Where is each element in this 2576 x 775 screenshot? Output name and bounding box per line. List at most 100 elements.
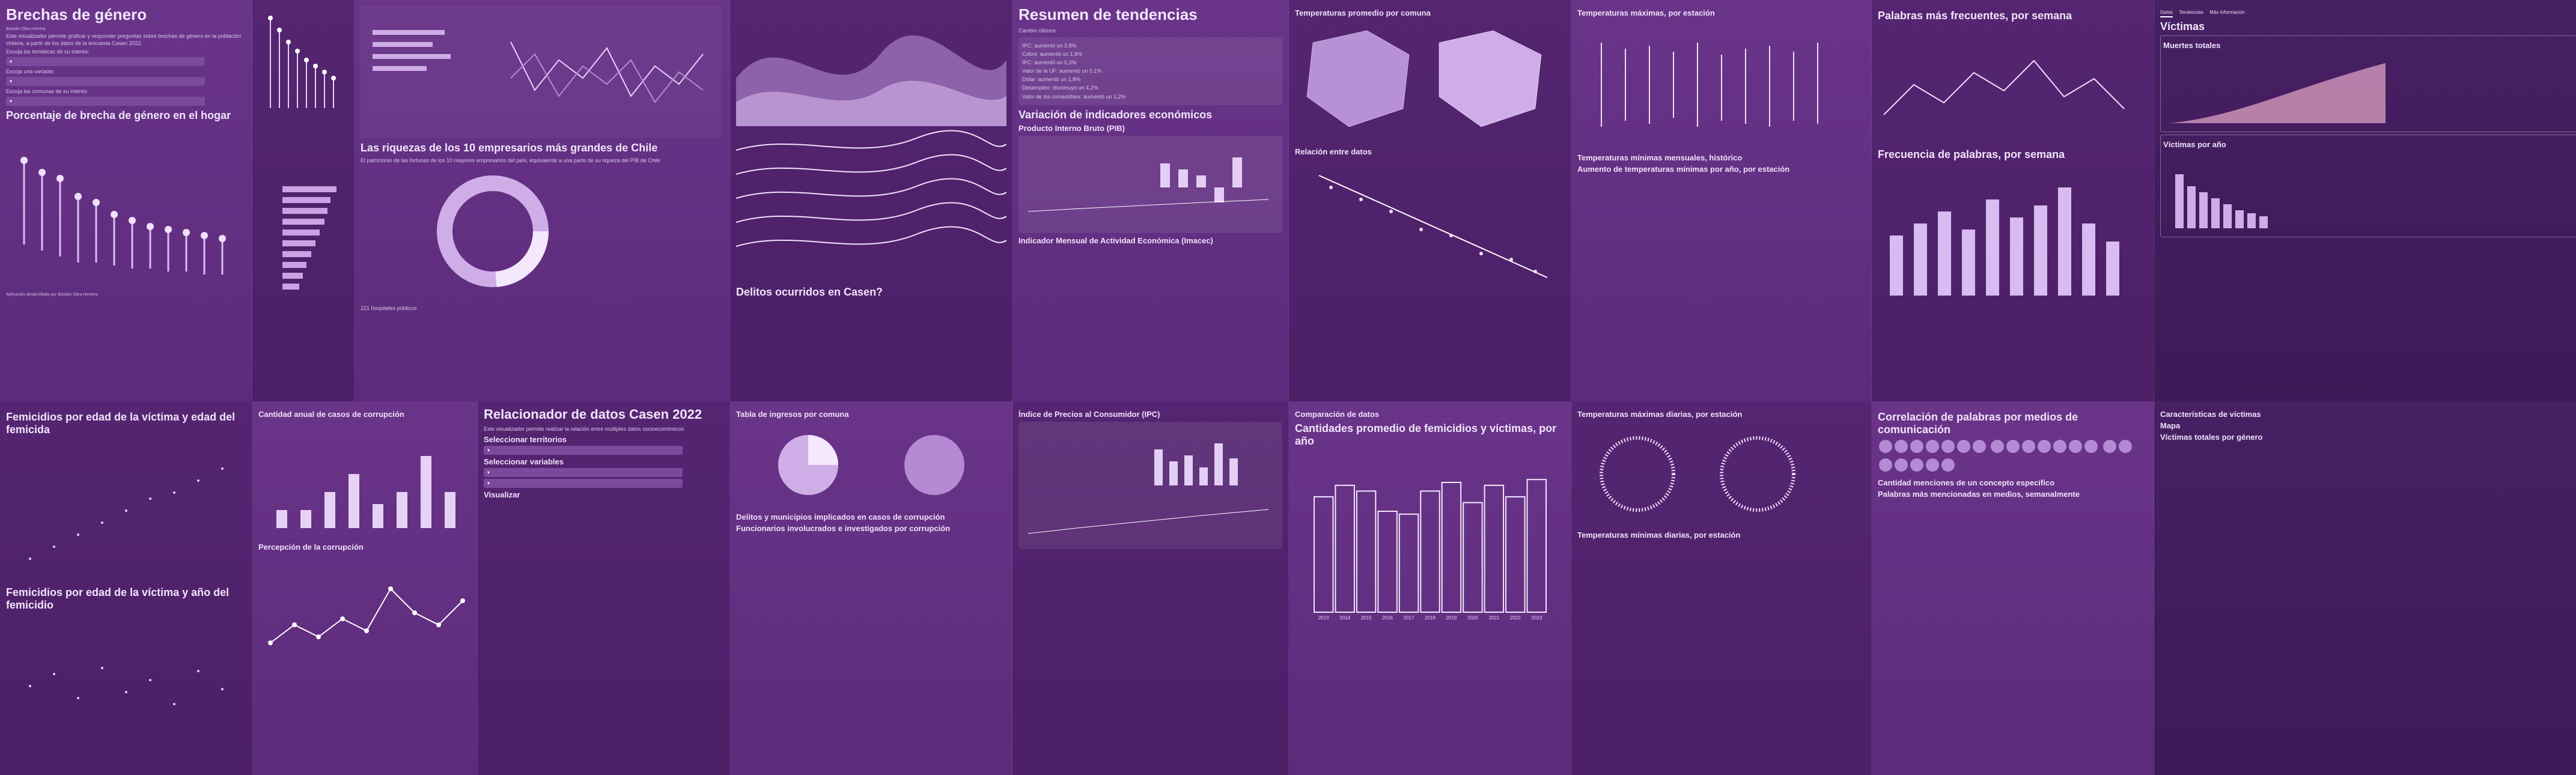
trend-row: Valor de los comestibles: aumentó un 3,2…	[1022, 93, 1126, 100]
area-chart	[736, 35, 1006, 126]
tendencias-sub: Cambio últimos	[1019, 27, 1056, 34]
tendencias-list: IPC: aumentó un 2,8% Cobre: aumentó un 1…	[1019, 37, 1282, 105]
bar	[1314, 496, 1334, 613]
variable-select[interactable]: ▾	[6, 77, 206, 87]
delitos-tile: Delitos ocurridos en Casen?	[730, 0, 1012, 401]
comuna-select[interactable]: ▾	[6, 97, 206, 106]
x-tick-label: 2015	[1361, 615, 1372, 621]
percepcion-line	[268, 586, 465, 645]
muertes-panel: Muertes totales	[2160, 35, 2576, 132]
scatter-title: Relación entre datos	[1295, 147, 1372, 156]
bar	[1398, 513, 1419, 613]
lollipop-chart	[20, 157, 226, 275]
comunas-label: Escoja las comunas de su interés:	[6, 88, 88, 95]
region-select[interactable]: ▾	[484, 446, 683, 455]
trend-row: IPC: aumentó un 0,3%	[1022, 59, 1077, 66]
victimas-anio-title: Víctimas por año	[2163, 140, 2226, 149]
choropleth-maps	[1306, 30, 1542, 127]
funcionarios-title: Funcionarios involucrados e investigados…	[736, 524, 951, 533]
tendencias-tile: Resumen de tendencias Cambio últimos IPC…	[1012, 0, 1289, 401]
trend-row: Dólar: aumentó un 1,8%	[1022, 76, 1081, 83]
footer-note: Aplicación desarrollada por Bastián Olea…	[6, 293, 98, 297]
line-chart-top	[361, 6, 721, 138]
pib-bars	[1028, 157, 1269, 212]
cantidad-tile: Cantidad anual de casos de corrupción Pe…	[252, 401, 478, 775]
victimas-anio-panel: Víctimas por año	[2160, 135, 2576, 237]
x-tick-label: 2014	[1339, 615, 1350, 621]
imacec-title: Indicador Mensual de Actividad Económica…	[1019, 236, 1213, 245]
delitos-title: Delitos ocurridos en Casen?	[736, 286, 883, 298]
bubble-grid	[1878, 439, 2148, 476]
scatter-plot	[1318, 175, 1548, 278]
palabras-title: Palabras más frecuentes, por semana	[1878, 10, 2072, 22]
ingresos-tile: Tabla de ingresos por comuna Delitos y m…	[730, 401, 1012, 775]
temperaturas-tile: Temperaturas máximas, por estación Tempe…	[1571, 0, 1872, 401]
bar	[1505, 496, 1526, 613]
x-tick-label: 2019	[1446, 615, 1457, 621]
mapa-victimas-title: Mapa	[2160, 421, 2181, 430]
medios-title: Palabras más mencionadas en medios, sema…	[1878, 490, 2080, 499]
victimas-title: Víctimas	[2160, 20, 2205, 32]
x-tick-label: 2020	[1467, 615, 1478, 621]
stacked-bars	[1890, 187, 2119, 296]
correlacion-title: Correlación de palabras por medios de co…	[1878, 411, 2078, 436]
ingresos-title: Tabla de ingresos por comuna	[736, 410, 849, 419]
casen-title: Relacionador de datos Casen 2022	[484, 407, 702, 422]
ipc-bars	[1028, 443, 1269, 534]
variable-y-select[interactable]: ▾	[484, 479, 683, 488]
tab-datos[interactable]: Datos	[2160, 10, 2173, 17]
femicidio-title-2: Femicidios por edad de la víctima y año …	[6, 586, 230, 611]
lollipop-strip-tile	[252, 0, 355, 401]
palabras-line	[1883, 59, 2125, 115]
violencia-tile: Comparación de datos Cantidades promedio…	[1289, 401, 1571, 775]
bar	[1335, 484, 1355, 613]
corrupcion-title: Delitos y municipios implicados en casos…	[736, 512, 945, 521]
donut-chart	[437, 175, 549, 288]
mapa-tile: Temperaturas promedio por comuna Relació…	[1289, 0, 1571, 401]
trend-row: Valor de la UF: aumentó un 0,1%	[1022, 68, 1102, 74]
casen-tile: Relacionador de datos Casen 2022 Este vi…	[478, 401, 730, 775]
temp-title-3: Aumento de temperaturas mínimas por año,…	[1577, 165, 1790, 174]
topic-select[interactable]: ▾	[6, 57, 206, 67]
violencia-title: Comparación de datos	[1295, 410, 1380, 419]
bar	[1463, 502, 1483, 613]
ipc-card	[1019, 422, 1282, 549]
caracteristicas-tile: Características de víctimas Mapa Víctima…	[2154, 401, 2576, 775]
victimas-tabs: Datos Tendencias Más información	[2160, 6, 2576, 17]
tendencias-title: Resumen de tendencias	[1019, 5, 1198, 23]
riquezas-title: Las riquezas de los 10 empresarios más g…	[361, 142, 658, 154]
temp-title-2: Temperaturas mínimas mensuales, históric…	[1577, 153, 1743, 162]
variable-label: Escoja una variable:	[6, 68, 55, 75]
x-tick-label: 2013	[1318, 615, 1329, 621]
trend-row: IPC: aumentó un 2,8%	[1022, 42, 1077, 49]
trend-row: Cobre: aumentó un 1,6%	[1022, 50, 1083, 57]
correlacion-tile: Correlación de palabras por medios de co…	[1872, 401, 2154, 775]
cantidad-title: Cantidad anual de casos de corrupción	[258, 410, 404, 419]
chart-title: Porcentaje de brecha de género en el hog…	[6, 109, 231, 122]
tab-tendencias[interactable]: Tendencias	[2179, 10, 2203, 15]
bar	[1420, 490, 1440, 613]
femicidio-tile: Femicidios por edad de la víctima y edad…	[0, 401, 252, 775]
femicidio-scatter-1	[29, 467, 224, 560]
victimas-genero-title: Víctimas totales por género	[2160, 433, 2263, 442]
victimas-bars	[2175, 174, 2268, 228]
bar	[1377, 511, 1398, 613]
cumulative-chart	[2169, 63, 2386, 123]
ipc-title: Índice de Precios al Consumidor (IPC)	[1019, 410, 1160, 419]
x-tick-label: 2016	[1382, 615, 1393, 621]
tab-info[interactable]: Más información	[2209, 10, 2245, 15]
caracteristicas-title: Características de víctimas	[2160, 410, 2261, 419]
femicidios-bar-title: Cantidades promedio de femicidios y víct…	[1295, 422, 1557, 447]
frecuencia-title: Frecuencia de palabras, por semana	[1878, 148, 2065, 160]
riquezas-text: El patrimonio de las fortunas de los 10 …	[361, 157, 660, 163]
topics-label: Escoja las temáticas de su interés:	[6, 48, 90, 55]
bar	[1484, 484, 1505, 613]
pie-charts	[778, 435, 964, 495]
casen-sel: Seleccionar territorios	[484, 435, 567, 445]
x-tick-label: 2021	[1488, 615, 1499, 621]
femicidio-scatter-2	[29, 667, 224, 705]
radial-temp	[1600, 436, 1795, 512]
variable-x-select[interactable]: ▾	[484, 468, 683, 478]
